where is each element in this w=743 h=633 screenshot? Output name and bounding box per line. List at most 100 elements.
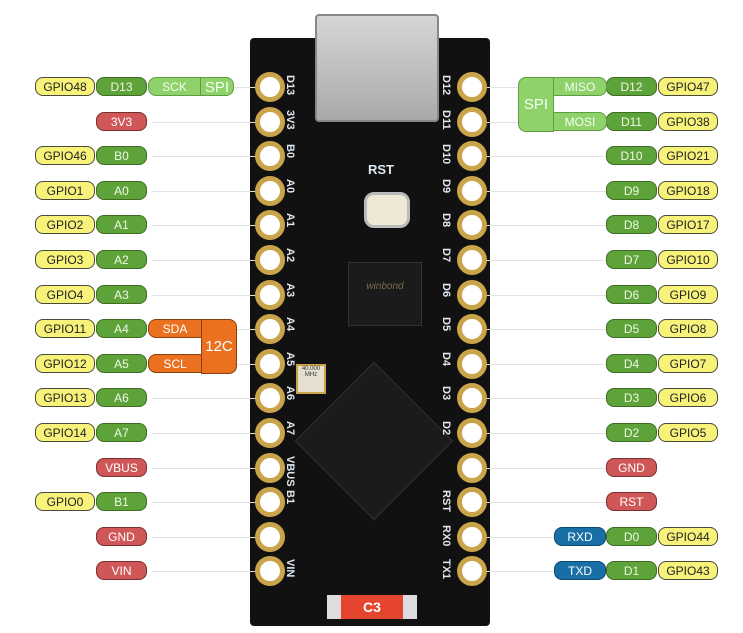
pin-leader-line bbox=[480, 294, 606, 296]
pin-pad[interactable] bbox=[255, 314, 285, 345]
pin-pad[interactable] bbox=[457, 521, 487, 552]
gpio-label: GPIO13 bbox=[35, 388, 95, 408]
pin-pad[interactable] bbox=[457, 106, 487, 137]
pin-pad[interactable] bbox=[457, 556, 487, 587]
silk-label: B1 bbox=[284, 490, 296, 505]
pin-pad[interactable] bbox=[255, 452, 285, 483]
pin-label: VBUS bbox=[96, 457, 147, 477]
pin-pad[interactable] bbox=[457, 314, 487, 345]
pin-leader-line bbox=[152, 536, 262, 538]
pin-leader-line bbox=[480, 190, 606, 192]
pin-leader-line bbox=[480, 363, 606, 365]
pin-pad[interactable] bbox=[457, 418, 487, 448]
gpio-label: GPIO3 bbox=[35, 250, 95, 269]
pin-pad[interactable] bbox=[255, 141, 285, 172]
silk-label: D9 bbox=[440, 178, 452, 193]
pin-label: B0 bbox=[96, 146, 147, 166]
pin-label: A5 bbox=[96, 353, 147, 373]
pin-pad[interactable] bbox=[255, 210, 285, 241]
pin-label: GND bbox=[606, 457, 657, 477]
pcb-board bbox=[250, 38, 490, 626]
silk-label: D2 bbox=[440, 421, 452, 436]
gpio-label: GPIO0 bbox=[35, 492, 95, 512]
pin-leader-line bbox=[152, 467, 262, 469]
pin-pad[interactable] bbox=[457, 348, 487, 379]
pin-pad[interactable] bbox=[255, 383, 285, 414]
silk-label: 3V3 bbox=[284, 109, 296, 130]
pin-pad[interactable] bbox=[457, 245, 487, 275]
gpio-label: GPIO6 bbox=[658, 388, 718, 408]
pin-label: GND bbox=[96, 526, 147, 546]
flash-brand-label: winbond bbox=[366, 281, 404, 292]
pin-pad[interactable] bbox=[255, 245, 285, 275]
pin-label: D12 bbox=[606, 77, 657, 96]
gpio-label: GPIO8 bbox=[658, 319, 718, 339]
pin-label: D7 bbox=[606, 250, 657, 269]
gpio-label: GPIO10 bbox=[658, 250, 718, 269]
pin-pad[interactable] bbox=[255, 521, 285, 552]
gpio-label: GPIO38 bbox=[658, 111, 718, 131]
spi-mosi-label: MOSI bbox=[553, 111, 607, 131]
gpio-label: GPIO21 bbox=[658, 146, 718, 166]
silk-label: D10 bbox=[440, 144, 452, 165]
pin-leader-line bbox=[480, 398, 606, 400]
pin-label: D3 bbox=[606, 388, 657, 408]
i2c-sda-label: SDA bbox=[148, 319, 202, 339]
pin-pad[interactable] bbox=[457, 452, 487, 483]
reset-button[interactable] bbox=[364, 192, 410, 228]
pin-pad[interactable] bbox=[255, 487, 285, 518]
pin-pad[interactable] bbox=[457, 383, 487, 414]
silk-label: D12 bbox=[440, 75, 452, 96]
pin-label: D4 bbox=[606, 353, 657, 373]
pin-leader-line bbox=[480, 536, 606, 538]
silk-label: A3 bbox=[284, 282, 296, 297]
silk-label: D11 bbox=[440, 109, 452, 130]
pin-pad[interactable] bbox=[457, 279, 487, 310]
antenna-c3: C3 bbox=[327, 595, 417, 619]
pin-pad[interactable] bbox=[457, 487, 487, 518]
silk-label: B0 bbox=[284, 144, 296, 159]
silk-label: A6 bbox=[284, 386, 296, 401]
pin-leader-line bbox=[152, 502, 262, 504]
pin-pad[interactable] bbox=[457, 72, 487, 102]
pin-leader-line bbox=[480, 156, 606, 158]
pin-label: A4 bbox=[96, 319, 147, 339]
pin-label: D13 bbox=[96, 77, 147, 96]
silk-label: A0 bbox=[284, 178, 296, 193]
pin-pad[interactable] bbox=[255, 175, 285, 206]
spi-sck-label: SCK bbox=[148, 77, 201, 96]
pin-pad[interactable] bbox=[255, 348, 285, 379]
pin-pad[interactable] bbox=[255, 556, 285, 587]
pin-pad[interactable] bbox=[255, 106, 285, 137]
gpio-label: GPIO9 bbox=[658, 284, 718, 304]
gpio-label: GPIO43 bbox=[658, 561, 718, 581]
pin-label: D2 bbox=[606, 423, 657, 442]
silk-label: A4 bbox=[284, 317, 296, 332]
gpio-label: GPIO11 bbox=[35, 319, 95, 339]
pin-label: A7 bbox=[96, 423, 147, 442]
pin-label: A0 bbox=[96, 180, 147, 200]
pin-pad[interactable] bbox=[255, 72, 285, 102]
pin-leader-line bbox=[152, 571, 262, 573]
gpio-label: GPIO44 bbox=[658, 526, 718, 546]
pin-label: D0 bbox=[606, 526, 657, 546]
gpio-label: GPIO47 bbox=[658, 77, 718, 96]
silk-label: A5 bbox=[284, 351, 296, 366]
pin-leader-line bbox=[480, 260, 606, 261]
silk-label: VIN bbox=[284, 559, 296, 578]
pin-label: B1 bbox=[96, 492, 147, 512]
gpio-label: GPIO48 bbox=[35, 77, 95, 96]
pin-label: D11 bbox=[606, 111, 657, 131]
pin-leader-line bbox=[152, 225, 262, 227]
silk-label: D3 bbox=[440, 386, 452, 401]
spi-group-label: SPI bbox=[200, 77, 234, 96]
pin-leader-line bbox=[152, 433, 262, 434]
pin-pad[interactable] bbox=[255, 418, 285, 448]
pin-pad[interactable] bbox=[457, 175, 487, 206]
silk-label: A7 bbox=[284, 421, 296, 436]
pin-pad[interactable] bbox=[457, 210, 487, 241]
pin-label: D6 bbox=[606, 284, 657, 304]
pin-pad[interactable] bbox=[255, 279, 285, 310]
i2c-group-label: 12C bbox=[201, 319, 237, 374]
pin-pad[interactable] bbox=[457, 141, 487, 172]
